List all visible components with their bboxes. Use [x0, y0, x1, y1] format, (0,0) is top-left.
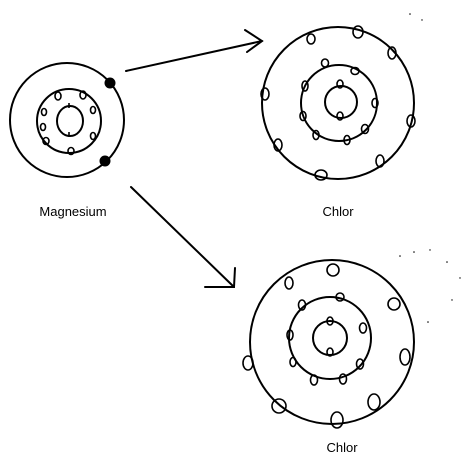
chlorine-bottom-middle-electrons — [286, 292, 368, 386]
valence-electron — [271, 398, 287, 414]
magnesium-outer-shell — [9, 62, 125, 178]
valence-electron — [99, 155, 111, 167]
chlorine-bottom-valence-electrons — [242, 263, 411, 429]
arrow-to-chlorine-bottom — [130, 186, 236, 288]
speck — [429, 249, 431, 251]
valence-electron — [273, 138, 283, 152]
valence-electron — [367, 393, 381, 411]
valence-electron — [104, 77, 116, 89]
valence-electron — [326, 263, 340, 277]
chlorine-bottom-inner-shell — [312, 320, 348, 356]
arrow-head — [244, 29, 264, 53]
electron — [320, 58, 330, 68]
electron — [309, 374, 319, 386]
magnesium-middle-electrons — [39, 90, 97, 156]
chlorine-top-middle-shell — [300, 64, 378, 142]
chlorine-top-valence-electrons — [260, 25, 416, 181]
valence-electron — [406, 114, 416, 128]
valence-electron — [314, 169, 328, 181]
chlorine-bottom-label: Chlor — [326, 440, 358, 455]
electron — [89, 105, 97, 115]
electron — [350, 66, 360, 76]
arrow-shaft — [130, 186, 235, 288]
valence-electron — [330, 411, 344, 429]
electron — [40, 107, 48, 117]
electron — [67, 146, 75, 156]
chlorine-top-label: Chlor — [322, 204, 354, 219]
speck — [451, 299, 453, 301]
arrow-head — [204, 267, 236, 288]
electron — [286, 329, 294, 341]
electron — [360, 123, 370, 135]
electron — [338, 373, 348, 385]
electron — [54, 91, 62, 101]
chlorine-top-inner-shell — [324, 85, 358, 119]
magnesium-middle-shell — [36, 88, 102, 154]
valence-electron — [352, 25, 364, 39]
speck — [413, 251, 415, 253]
electron — [301, 80, 309, 92]
electron — [42, 136, 50, 146]
electron — [289, 356, 297, 368]
speck — [459, 277, 461, 279]
chlorine-bottom-middle-shell — [288, 296, 372, 380]
arrow-shaft — [125, 40, 263, 72]
chlorine-bottom-atom — [242, 259, 415, 429]
chlorine-top-inner-electrons — [336, 79, 344, 121]
valence-electron — [306, 33, 316, 45]
speck — [399, 255, 401, 257]
chlorine-top-outer-shell — [261, 26, 415, 180]
electron — [89, 131, 97, 141]
electron — [371, 97, 379, 109]
electron — [336, 79, 344, 89]
speck — [446, 261, 448, 263]
electron — [39, 122, 47, 132]
electron — [326, 347, 334, 357]
scan-speckles — [399, 13, 461, 323]
magnesium-atom — [9, 62, 125, 178]
electron — [358, 322, 368, 334]
electron — [297, 299, 307, 311]
electron — [79, 90, 87, 100]
electron — [336, 111, 344, 121]
speck — [427, 321, 429, 323]
magnesium-inner-shell — [56, 105, 84, 137]
valence-electron — [399, 348, 411, 366]
valence-electron — [387, 46, 397, 60]
valence-electron — [260, 87, 270, 101]
magnesium-label: Magnesium — [39, 204, 107, 219]
electron — [299, 110, 307, 122]
valence-electron — [242, 355, 254, 371]
chlorine-top-atom — [260, 25, 416, 181]
arrow-to-chlorine-top — [125, 29, 264, 72]
chlorine-bottom-inner-electrons — [326, 316, 334, 357]
electron — [312, 129, 320, 141]
valence-electron — [375, 154, 385, 168]
valence-electron — [387, 297, 401, 311]
electron — [326, 316, 334, 326]
speck — [421, 19, 423, 21]
speck — [409, 13, 411, 15]
chlorine-bottom-outer-shell — [249, 259, 415, 425]
chlorine-top-middle-electrons — [299, 58, 379, 146]
electron — [343, 134, 351, 146]
electron — [355, 358, 365, 370]
magnesium-valence-electrons — [99, 77, 116, 167]
electron — [335, 292, 345, 302]
valence-electron — [284, 276, 294, 290]
